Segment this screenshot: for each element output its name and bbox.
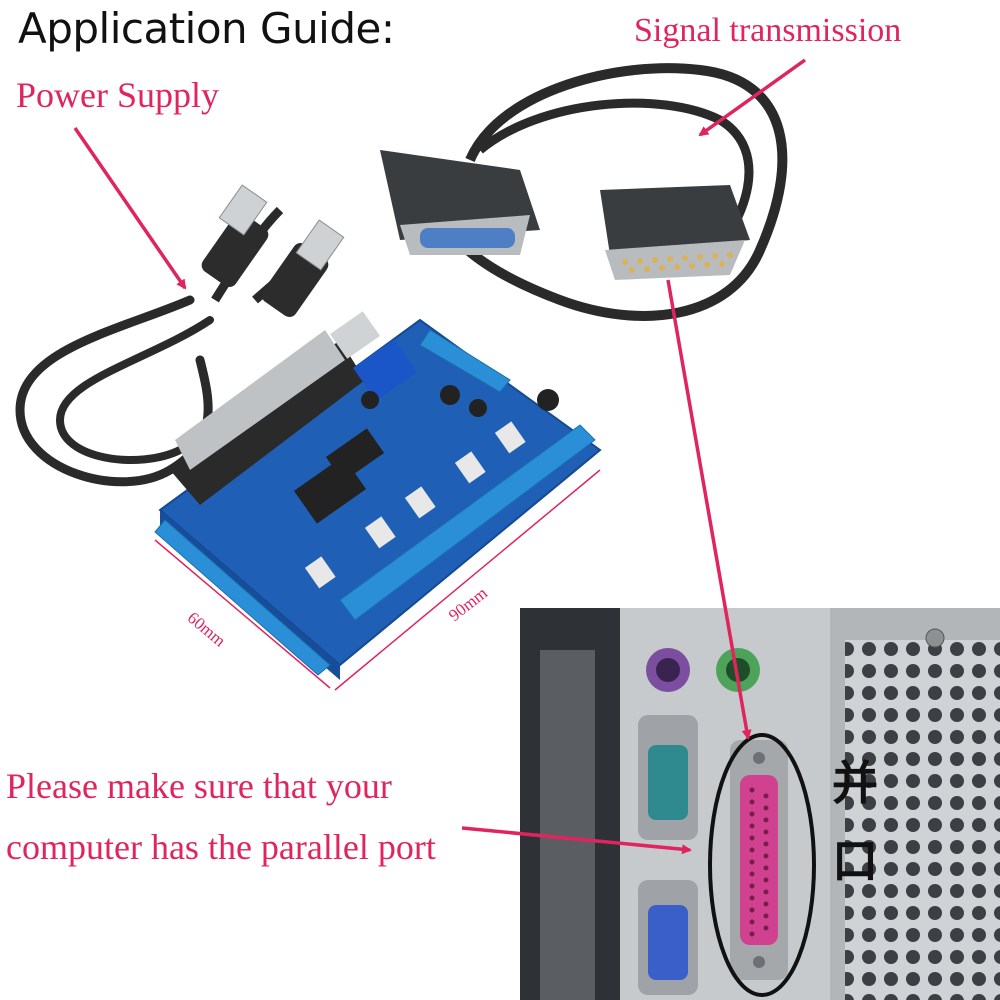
- computer-rear-panel-icon: [520, 608, 1000, 1000]
- signal-arrow: [698, 58, 807, 137]
- breakout-board-icon: [154, 311, 602, 691]
- signal-transmission-label: Signal transmission: [634, 12, 902, 49]
- parallel-port-cjk-label-1: 并: [832, 756, 878, 810]
- power-arrow: [73, 127, 187, 290]
- page-title: Application Guide:: [18, 4, 395, 53]
- parallel-port-cjk-label-2: 口: [832, 834, 878, 888]
- note-arrow: [461, 826, 692, 855]
- parallel-port-note-line2: computer has the parallel port: [6, 827, 436, 867]
- annotation-arrows: [73, 58, 807, 855]
- parallel-port-note-line1: Please make sure that your: [6, 766, 392, 806]
- port-connection-arrow: [666, 279, 752, 740]
- power-supply-label: Power Supply: [16, 75, 220, 115]
- db25-cable-icon: [380, 63, 788, 321]
